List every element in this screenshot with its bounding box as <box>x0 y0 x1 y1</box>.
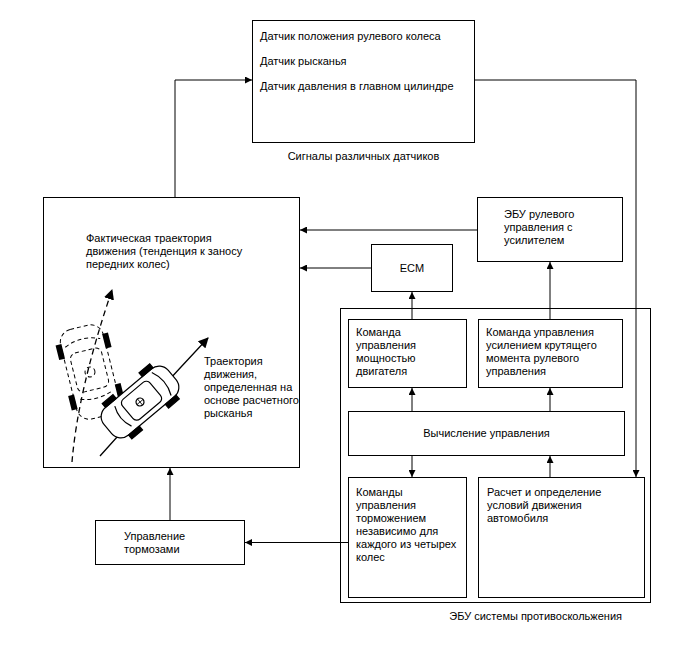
arrow-connector <box>170 468 171 520</box>
process-box: Вычисление управления <box>348 411 625 456</box>
sensor-box: Датчик положения рулевого колесаДатчик р… <box>252 20 475 143</box>
arrow-connector <box>412 456 413 477</box>
node-label: Фактическая траектория движения (тенденц… <box>86 232 246 271</box>
trajectory-panel: Фактическая траектория движения (тенденц… <box>43 197 300 468</box>
arrow-connector <box>412 292 413 319</box>
arrow-connector <box>550 456 551 477</box>
node-label: Датчик положения рулевого колеса <box>260 30 467 43</box>
process-box: Расчет и определение условий движения ав… <box>478 477 645 598</box>
node-label: Датчик давления в главном цилиндре <box>260 80 467 93</box>
ecu-group-box: Команда управления мощностью двигателяКо… <box>340 308 651 603</box>
node-label: Расчет и определение условий движения ав… <box>487 486 636 525</box>
arrow-connector <box>475 80 636 477</box>
arrow-connector <box>300 230 477 231</box>
arrow-connector <box>412 388 413 411</box>
node-label: Датчик рысканья <box>260 55 467 68</box>
arrow-connector <box>245 542 348 543</box>
command-box: Команда управления мощностью двигателя <box>348 319 467 388</box>
node-label: Команды управления торможением независим… <box>356 486 459 564</box>
ecm-box: ECM <box>371 244 453 292</box>
ecu-box: ЭБУ рулевого управления с усилителем <box>477 197 623 262</box>
arrow-connector <box>300 268 371 269</box>
node-label: Вычисление управления <box>423 427 550 440</box>
node-label: Команда управления усилением крутящего м… <box>486 326 615 378</box>
arrow-connector <box>175 80 252 197</box>
node-label: Сигналы различных датчиков <box>253 150 474 163</box>
node-label: ЭБУ системы противоскольжения <box>449 610 622 623</box>
node-label: ЭБУ рулевого управления с усилителем <box>504 208 614 247</box>
arrow-connector <box>550 388 551 411</box>
arrow-connector <box>550 262 551 319</box>
node-label: Команда управления мощностью двигателя <box>356 326 459 378</box>
process-box: Управление тормозами <box>95 520 245 565</box>
node-label: Управление тормозами <box>124 530 238 556</box>
node-label: ECM <box>400 262 424 275</box>
command-box: Команда управления усилением крутящего м… <box>478 319 623 388</box>
command-box: Команды управления торможением независим… <box>348 477 467 598</box>
node-label: Траектория движения, определенная на осн… <box>204 355 299 420</box>
